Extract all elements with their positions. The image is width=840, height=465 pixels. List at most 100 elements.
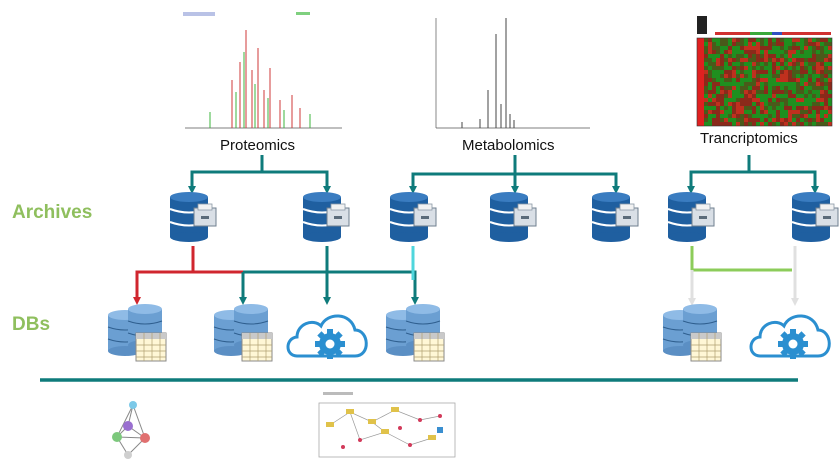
heatmap-cell — [804, 86, 808, 90]
heatmap-cell — [724, 38, 728, 42]
heatmap-cell — [768, 46, 772, 50]
heatmap-cell — [776, 102, 780, 106]
heatmap-cell — [728, 122, 732, 126]
heatmap-cell — [792, 66, 796, 70]
heatmap-cell — [704, 110, 708, 114]
heatmap-cell — [752, 42, 756, 46]
heatmap-cell — [764, 110, 768, 114]
heatmap-cell — [768, 106, 772, 110]
heatmap-cell — [788, 70, 792, 74]
heatmap-cell — [748, 90, 752, 94]
heatmap-cell — [772, 106, 776, 110]
heatmap-cell — [764, 70, 768, 74]
heatmap-cell — [776, 54, 780, 58]
heatmap-cell — [776, 74, 780, 78]
heatmap-cell — [712, 74, 716, 78]
heatmap-cell — [752, 74, 756, 78]
heatmap-cell — [752, 114, 756, 118]
heatmap-cell — [756, 46, 760, 50]
heatmap-cell — [760, 42, 764, 46]
heatmap-cell — [724, 106, 728, 110]
heatmap-cell — [796, 62, 800, 66]
heatmap-cell — [708, 46, 712, 50]
heatmap-cell — [784, 122, 788, 126]
heatmap-cell — [720, 86, 724, 90]
heatmap-cell — [704, 54, 708, 58]
heatmap-cell — [812, 102, 816, 106]
heatmap-cell — [736, 54, 740, 58]
heatmap-cell — [824, 122, 828, 126]
heatmap-cell — [788, 90, 792, 94]
heatmap-cell — [768, 38, 772, 42]
heatmap-cell — [736, 114, 740, 118]
heatmap-cell — [716, 58, 720, 62]
heatmap-cell — [812, 74, 816, 78]
heatmap-cell — [732, 50, 736, 54]
heatmap-cell — [812, 42, 816, 46]
heatmap-cell — [800, 50, 804, 54]
heatmap-cell — [796, 50, 800, 54]
heatmap-cell — [788, 114, 792, 118]
heatmap-cell — [720, 82, 724, 86]
heatmap-cell — [816, 62, 820, 66]
heatmap-cell — [740, 54, 744, 58]
heatmap-cell — [772, 86, 776, 90]
heatmap-cell — [776, 78, 780, 82]
heatmap-cell — [816, 70, 820, 74]
heatmap-cell — [732, 38, 736, 42]
heatmap-cell — [724, 94, 728, 98]
heatmap-cell — [824, 82, 828, 86]
heatmap-cell — [756, 114, 760, 118]
heatmap-cell — [748, 74, 752, 78]
proteomics-label: Proteomics — [220, 137, 296, 154]
heatmap-cell — [812, 110, 816, 114]
heatmap-cell — [816, 58, 820, 62]
heatmap-cell — [776, 66, 780, 70]
heatmap-cell — [712, 122, 716, 126]
heatmap-cell — [808, 90, 812, 94]
heatmap-cell — [724, 90, 728, 94]
heatmap-cell — [704, 38, 708, 42]
heatmap-cell — [716, 54, 720, 58]
heatmap-cell — [820, 78, 824, 82]
heatmap-cell — [716, 86, 720, 90]
heatmap-cell — [820, 110, 824, 114]
heatmap-cell — [724, 114, 728, 118]
heatmap-cell — [768, 58, 772, 62]
heatmap-cell — [800, 42, 804, 46]
heatmap-cell — [780, 118, 784, 122]
heatmap-cell — [824, 74, 828, 78]
heatmap-cell — [800, 94, 804, 98]
heatmap-cell — [760, 66, 764, 70]
heatmap-cell — [704, 62, 708, 66]
heatmap-cell — [752, 86, 756, 90]
heatmap-cell — [704, 50, 708, 54]
heatmap-cell — [784, 94, 788, 98]
heatmap-cell — [828, 58, 832, 62]
heatmap-cell — [800, 102, 804, 106]
heatmap-cell — [732, 74, 736, 78]
heatmap-cell — [724, 42, 728, 46]
heatmap-cell — [772, 94, 776, 98]
heatmap-cell — [748, 94, 752, 98]
heatmap-cell — [764, 122, 768, 126]
heatmap-cell — [772, 54, 776, 58]
heatmap-cell — [808, 122, 812, 126]
heatmap-cell — [804, 98, 808, 102]
heatmap-cell — [808, 62, 812, 66]
heatmap-cell — [828, 90, 832, 94]
heatmap-cell — [720, 50, 724, 54]
heatmap-cell — [704, 70, 708, 74]
heatmap-cell — [756, 86, 760, 90]
heatmap-cell — [784, 70, 788, 74]
heatmap-cell — [728, 38, 732, 42]
heatmap-cell — [780, 114, 784, 118]
heatmap-cell — [716, 50, 720, 54]
heatmap-cell — [820, 102, 824, 106]
heatmap-cell — [808, 74, 812, 78]
heatmap-cell — [720, 106, 724, 110]
heatmap-cell — [708, 94, 712, 98]
heatmap-cell — [756, 118, 760, 122]
archive-database-icon — [791, 191, 839, 243]
heatmap-cell — [752, 82, 756, 86]
